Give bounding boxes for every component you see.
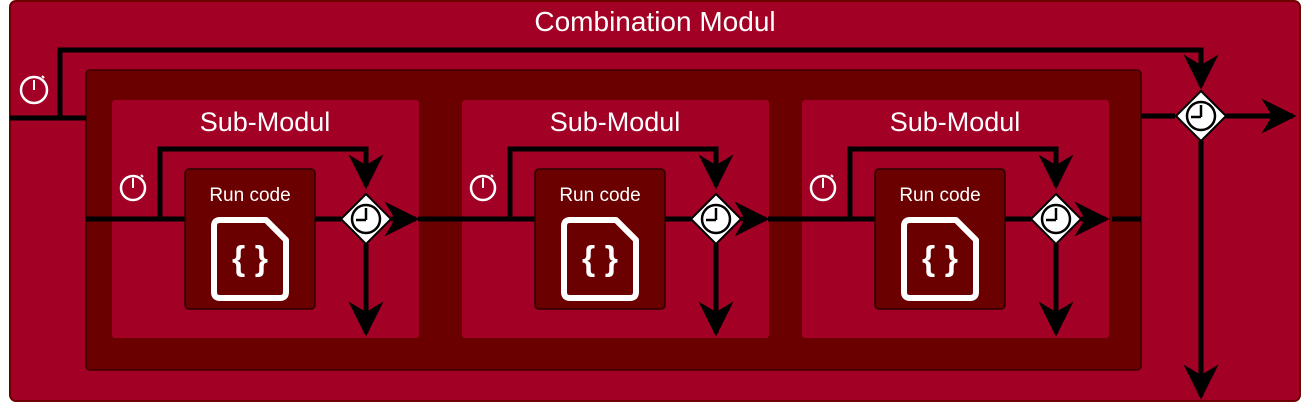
code-braces: { } xyxy=(922,240,958,278)
run-code-label: Run code xyxy=(899,185,980,206)
code-braces: { } xyxy=(582,240,618,278)
outer-loop-flow xyxy=(10,47,1219,121)
timer-gateway-icon[interactable] xyxy=(339,192,393,246)
timer-gateway-icon[interactable] xyxy=(1029,192,1083,246)
loop-flow xyxy=(157,146,384,219)
stopwatch-icon xyxy=(809,174,837,202)
code-file-icon: { } xyxy=(901,217,979,301)
timer-gateway-icon[interactable] xyxy=(1174,89,1228,143)
combination-module-title: Combination Modul xyxy=(534,6,775,37)
code-file-icon: { } xyxy=(561,217,639,301)
code-braces: { } xyxy=(232,240,268,278)
sub-module-title: Sub-Modul xyxy=(550,107,681,137)
stopwatch-icon xyxy=(19,75,49,105)
run-code-task[interactable] xyxy=(184,168,316,310)
stopwatch-icon xyxy=(119,174,147,202)
run-code-label: Run code xyxy=(209,185,290,206)
sub-module-title: Sub-Modul xyxy=(890,107,1021,137)
code-file-icon: { } xyxy=(211,217,289,301)
sub-module-title: Sub-Modul xyxy=(200,107,331,137)
stopwatch-icon xyxy=(469,174,497,202)
loop-flow xyxy=(847,146,1074,219)
run-code-label: Run code xyxy=(559,185,640,206)
run-code-task[interactable] xyxy=(534,168,666,310)
run-code-task[interactable] xyxy=(874,168,1006,310)
timer-gateway-icon[interactable] xyxy=(689,192,743,246)
loop-flow xyxy=(507,146,734,219)
